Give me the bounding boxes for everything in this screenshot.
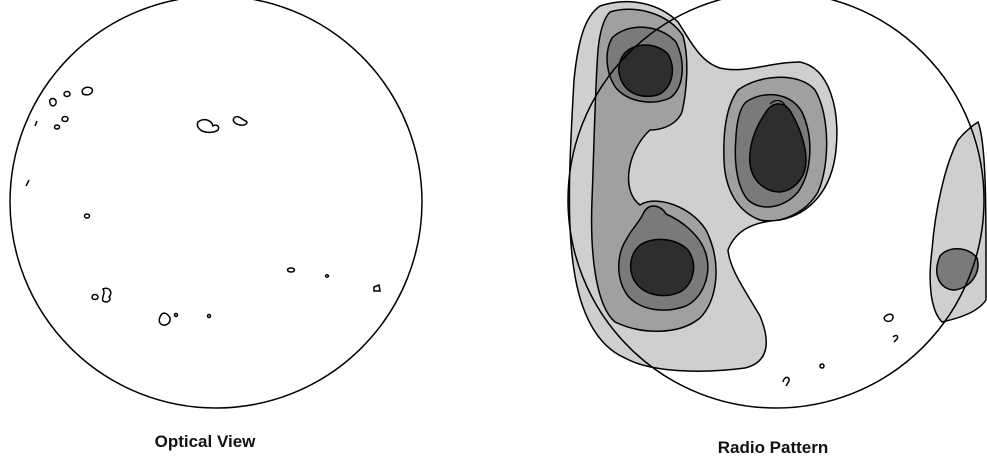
optical-spot <box>175 314 178 317</box>
radio-spot <box>783 377 789 386</box>
optical-spot <box>92 295 98 300</box>
optical-spot <box>288 268 295 272</box>
radio-pattern-panel <box>568 0 986 408</box>
optical-solar-disk <box>10 0 422 408</box>
optical-spot <box>103 288 111 302</box>
optical-spot <box>326 275 329 277</box>
radio-spot <box>884 314 893 321</box>
optical-spot <box>208 315 211 318</box>
optical-view-caption: Optical View <box>155 432 257 451</box>
optical-spot <box>233 117 247 126</box>
radio-contour-level-4 <box>619 45 673 96</box>
radio-contour-level-4 <box>631 239 694 295</box>
optical-spot <box>82 87 92 94</box>
optical-spot <box>55 125 60 129</box>
optical-spot <box>159 313 170 325</box>
optical-spot <box>374 285 380 291</box>
optical-active-region <box>197 120 218 133</box>
optical-spot <box>35 121 37 126</box>
optical-view-panel <box>10 0 422 408</box>
optical-spot <box>50 99 56 106</box>
radio-small-spots <box>783 314 898 386</box>
optical-spot <box>62 117 68 122</box>
optical-spot <box>85 214 90 218</box>
optical-spot <box>26 180 29 186</box>
radio-spot <box>893 336 898 342</box>
radio-spot <box>820 364 824 368</box>
optical-spot <box>64 92 70 97</box>
radio-pattern-caption: Radio Pattern <box>718 438 829 457</box>
